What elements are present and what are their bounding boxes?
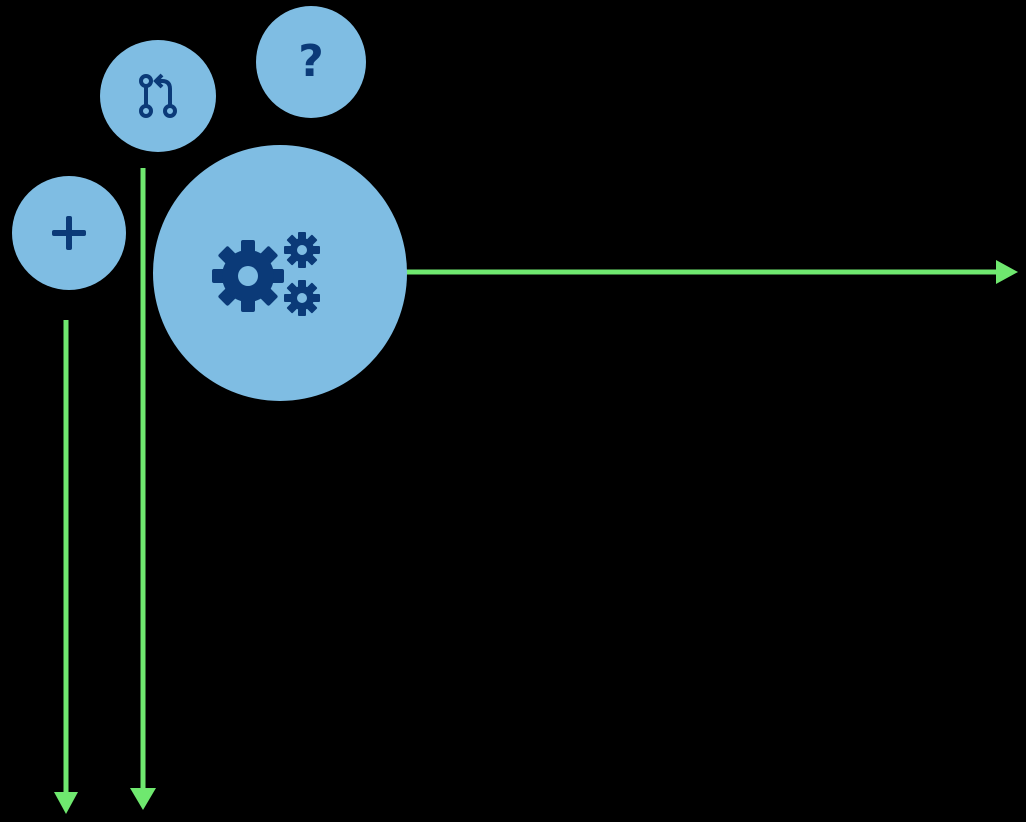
- gears-icon: [210, 228, 330, 318]
- arrow-right: [372, 260, 1018, 284]
- plus-icon: [49, 213, 89, 253]
- question-icon: ?: [298, 36, 324, 87]
- pull-request-button[interactable]: [100, 40, 216, 152]
- arrow-down-add: [54, 320, 78, 814]
- arrow-down-merge: [130, 168, 156, 810]
- add-button[interactable]: [12, 176, 126, 290]
- pull-request-icon: [135, 71, 181, 121]
- help-button[interactable]: ?: [256, 6, 366, 118]
- settings-main-button[interactable]: [153, 145, 407, 401]
